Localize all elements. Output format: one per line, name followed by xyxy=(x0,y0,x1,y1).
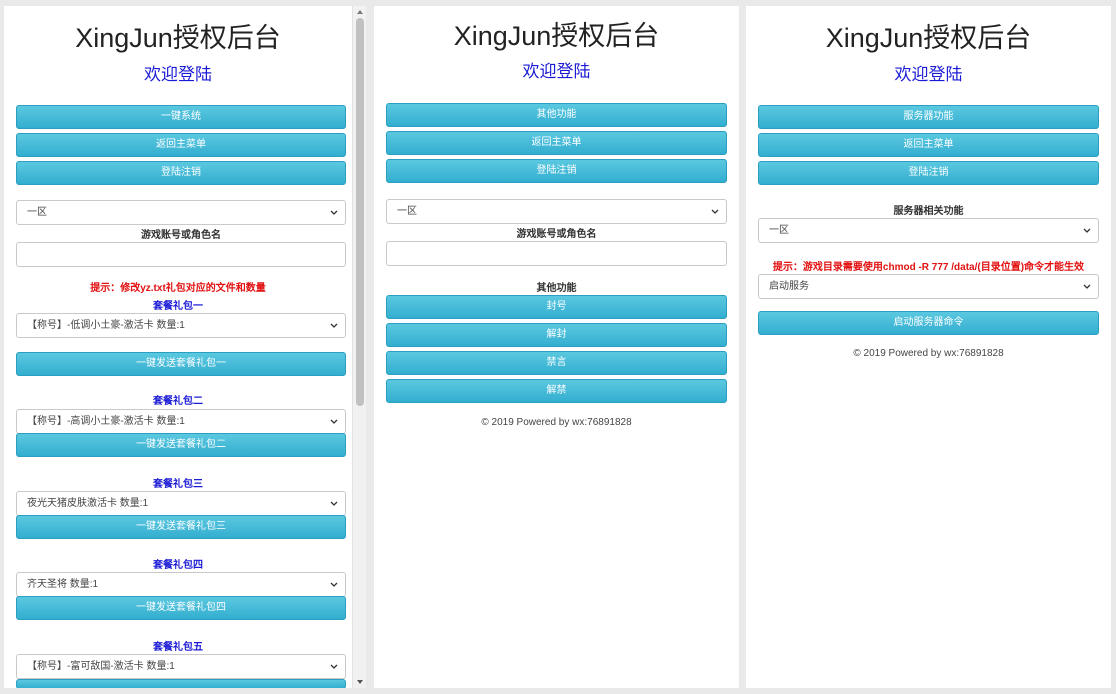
package-select-2[interactable]: 【称号】-高调小土豪-激活卡 数量:1 xyxy=(16,409,346,434)
region-select[interactable]: 一区 xyxy=(386,199,727,224)
start-server-command-button[interactable]: 启动服务器命令 xyxy=(758,311,1099,335)
send-package-3-button[interactable]: 一键发送套餐礼包三 xyxy=(16,515,346,539)
logout-button[interactable]: 登陆注销 xyxy=(16,161,346,185)
chevron-down-icon xyxy=(330,419,338,424)
package-select-1[interactable]: 【称号】-低调小土豪-激活卡 数量:1 xyxy=(16,313,346,338)
chevron-down-icon xyxy=(1083,228,1091,233)
welcome-text: 欢迎登陆 xyxy=(144,65,212,84)
section-label: 其他功能 xyxy=(536,283,577,294)
mute-button[interactable]: 禁言 xyxy=(386,351,727,375)
package-select-5[interactable]: 【称号】-富可敌国-激活卡 数量:1 xyxy=(16,654,346,679)
one-click-system-button[interactable]: 一键系统 xyxy=(16,105,346,129)
ban-button[interactable]: 封号 xyxy=(386,295,727,319)
scroll-up-arrow-icon[interactable] xyxy=(356,8,364,16)
back-to-menu-button[interactable]: 返回主菜单 xyxy=(16,133,346,157)
chevron-down-icon xyxy=(330,501,338,506)
package-title-3: 套餐礼包三 xyxy=(153,479,203,490)
chevron-down-icon xyxy=(330,210,338,215)
hint-text: 提示：修改yz.txt礼包对应的文件和数量 xyxy=(90,283,266,294)
panel-server-functions: XingJun授权后台 欢迎登陆 服务器功能 返回主菜单 登陆注销 服务器相关功… xyxy=(746,6,1111,688)
other-functions-button[interactable]: 其他功能 xyxy=(386,103,727,127)
chevron-down-icon xyxy=(1083,284,1091,289)
service-select[interactable]: 启动服务 xyxy=(758,274,1099,299)
chevron-down-icon xyxy=(330,323,338,328)
app-title: XingJun授权后台 xyxy=(453,21,660,51)
section-label: 服务器相关功能 xyxy=(893,206,964,217)
package-title-2: 套餐礼包二 xyxy=(153,396,203,407)
logout-button[interactable]: 登陆注销 xyxy=(758,161,1099,185)
unmute-button[interactable]: 解禁 xyxy=(386,379,727,403)
welcome-text: 欢迎登陆 xyxy=(894,65,963,84)
scroll-down-arrow-icon[interactable] xyxy=(356,678,364,686)
footer-text: © 2019 Powered by wx:76891828 xyxy=(481,417,632,428)
chevron-down-icon xyxy=(330,582,338,587)
send-package-4-button[interactable]: 一键发送套餐礼包四 xyxy=(16,596,346,620)
unban-button[interactable]: 解封 xyxy=(386,323,727,347)
package-title-1: 套餐礼包一 xyxy=(153,301,203,312)
hint-text: 提示：游戏目录需要使用chmod -R 777 /data/(目录位置)命令才能… xyxy=(772,262,1085,273)
scrollbar[interactable] xyxy=(352,6,366,688)
logout-button[interactable]: 登陆注销 xyxy=(386,159,727,183)
region-select[interactable]: 一区 xyxy=(758,218,1099,243)
server-functions-button[interactable]: 服务器功能 xyxy=(758,105,1099,129)
chevron-down-icon xyxy=(711,209,719,214)
scroll-thumb[interactable] xyxy=(356,18,364,406)
welcome-text: 欢迎登陆 xyxy=(522,62,591,81)
account-label: 游戏账号或角色名 xyxy=(141,230,221,241)
account-label: 游戏账号或角色名 xyxy=(516,229,597,240)
app-title: XingJun授权后台 xyxy=(75,23,281,53)
app-title: XingJun授权后台 xyxy=(825,23,1032,53)
region-select[interactable]: 一区 xyxy=(16,200,346,225)
send-package-1-button[interactable]: 一键发送套餐礼包一 xyxy=(16,352,346,376)
account-input[interactable] xyxy=(16,242,346,267)
back-to-menu-button[interactable]: 返回主菜单 xyxy=(386,131,727,155)
send-package-5-button[interactable] xyxy=(16,679,346,688)
account-input[interactable] xyxy=(386,241,727,266)
footer-text: © 2019 Powered by wx:76891828 xyxy=(853,348,1004,359)
panel-one-click-system: XingJun授权后台 欢迎登陆 一键系统 返回主菜单 登陆注销 一区 游戏账号… xyxy=(4,6,366,688)
package-title-5: 套餐礼包五 xyxy=(153,642,203,653)
back-to-menu-button[interactable]: 返回主菜单 xyxy=(758,133,1099,157)
package-title-4: 套餐礼包四 xyxy=(153,560,203,571)
package-select-3[interactable]: 夜光天猪皮肤激活卡 数量:1 xyxy=(16,491,346,516)
package-select-4[interactable]: 齐天圣将 数量:1 xyxy=(16,572,346,597)
panel-other-functions: XingJun授权后台 欢迎登陆 其他功能 返回主菜单 登陆注销 一区 游戏账号… xyxy=(374,6,739,688)
chevron-down-icon xyxy=(330,664,338,669)
send-package-2-button[interactable]: 一键发送套餐礼包二 xyxy=(16,433,346,457)
